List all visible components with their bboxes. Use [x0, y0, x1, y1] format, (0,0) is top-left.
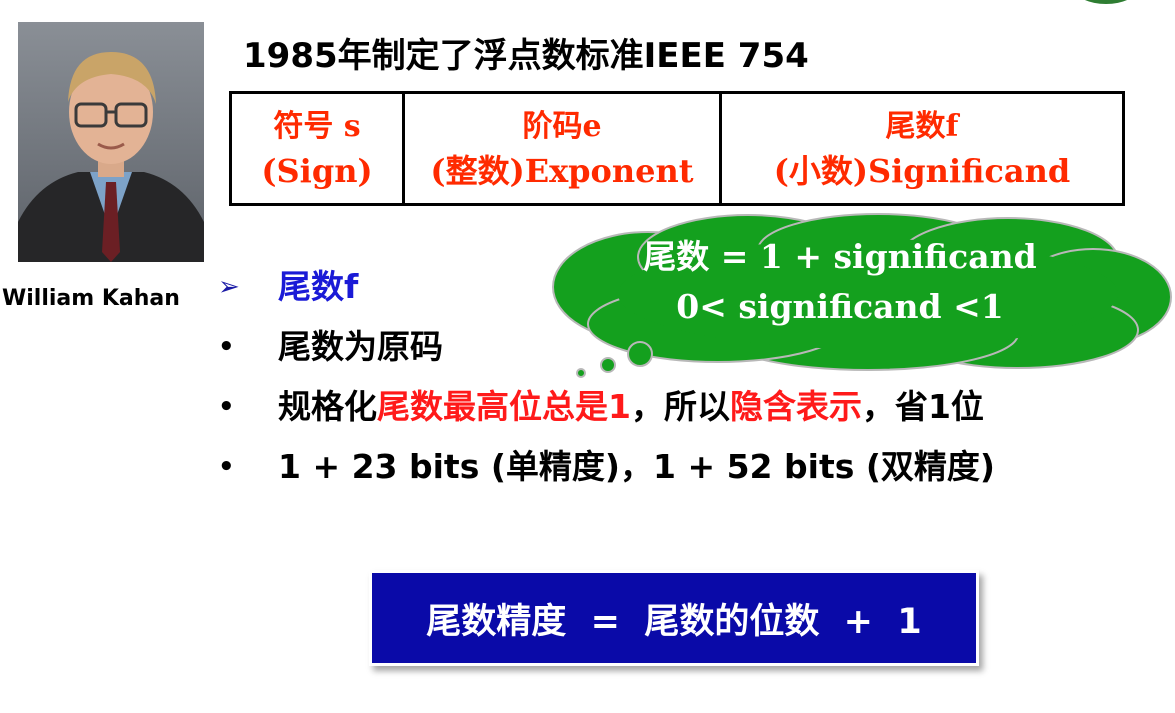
ieee754-format-table: 符号 s (Sign) 阶码e (整数)Exponent 尾数f (小数)Sig…	[229, 91, 1125, 206]
bullet-2-mid: ，所以	[630, 387, 730, 426]
arrow-bullet-icon: ➢	[218, 272, 240, 302]
sign-field-english: (Sign)	[261, 151, 373, 190]
bullet-heading: 尾数f	[278, 267, 359, 306]
cloud-line-1: 尾数 = 1 + significand	[643, 237, 1037, 276]
bullet-text-1: 尾数为原码	[278, 327, 443, 366]
bullet-2-highlight-2: 隐含表示	[729, 387, 862, 426]
exponent-field-label: 阶码e	[522, 108, 602, 144]
bullet-text-2: 规格化尾数最高位总是1，所以隐含表示，省1位	[278, 382, 984, 432]
corner-decoration	[1075, 0, 1137, 4]
bullet-text-3: 1 + 23 bits (单精度)，1 + 52 bits (双精度)	[278, 447, 996, 486]
slide-title: 1985年制定了浮点数标准IEEE 754	[243, 36, 809, 76]
significand-field-label: 尾数f	[885, 108, 959, 144]
significand-field-cell: 尾数f (小数)Significand	[719, 91, 1125, 206]
dot-bullet-icon: •	[218, 452, 235, 482]
cloud-text: 尾数 = 1 + significand 0< significand <1	[560, 232, 1120, 332]
exponent-field-english: (整数)Exponent	[430, 151, 694, 190]
dot-bullet-icon: •	[218, 392, 235, 422]
sign-field-label: 符号 s	[273, 108, 361, 144]
thought-cloud	[552, 213, 1172, 378]
cloud-line-2: 0< significand <1	[676, 287, 1004, 326]
exponent-field-cell: 阶码e (整数)Exponent	[402, 91, 722, 206]
bullet-2-highlight-1: 尾数最高位总是1	[377, 387, 631, 426]
formula-box: 尾数精度 = 尾数的位数 + 1	[369, 570, 979, 666]
dot-bullet-icon: •	[218, 332, 235, 362]
portrait-photo	[18, 22, 204, 262]
bullet-2-prefix: 规格化	[278, 387, 377, 426]
bullet-2-suffix: ，省1位	[861, 387, 984, 426]
person-name: William Kahan	[2, 286, 180, 311]
sign-field-cell: 符号 s (Sign)	[229, 91, 405, 206]
format-row: 符号 s (Sign) 阶码e (整数)Exponent 尾数f (小数)Sig…	[229, 91, 1125, 206]
significand-field-english: (小数)Significand	[773, 151, 1071, 190]
